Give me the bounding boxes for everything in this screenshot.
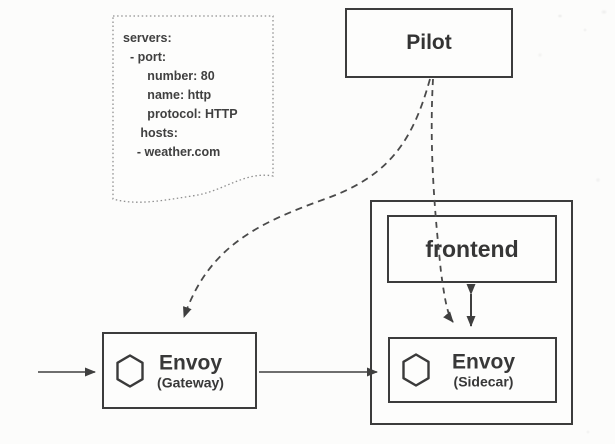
config-line: hosts: — [123, 126, 178, 140]
envoy-gateway-box: Envoy (Gateway) — [102, 332, 257, 409]
hexagon-icon — [401, 353, 431, 387]
config-line: protocol: HTTP — [123, 107, 238, 121]
gateway-config-note: servers: - port: number: 80 name: http p… — [113, 16, 273, 162]
envoy-gateway-sublabel: (Gateway) — [157, 374, 224, 390]
envoy-sidecar-label: Envoy — [451, 350, 516, 374]
envoy-gateway-label: Envoy — [158, 351, 223, 374]
envoy-sidecar-sublabel: (Sidecar) — [453, 373, 514, 390]
config-line: - port: — [123, 50, 167, 64]
pilot-box: Pilot — [345, 8, 513, 78]
frontend-label: frontend — [425, 235, 519, 262]
envoy-sidecar-box: Envoy (Sidecar) — [388, 337, 557, 403]
config-line: name: http — [123, 88, 212, 102]
pilot-label: Pilot — [406, 31, 452, 54]
config-line: - weather.com — [123, 145, 221, 159]
hexagon-icon — [115, 353, 145, 388]
config-line: number: 80 — [123, 69, 215, 83]
config-line: servers: — [123, 31, 172, 45]
frontend-box: frontend — [387, 215, 557, 283]
